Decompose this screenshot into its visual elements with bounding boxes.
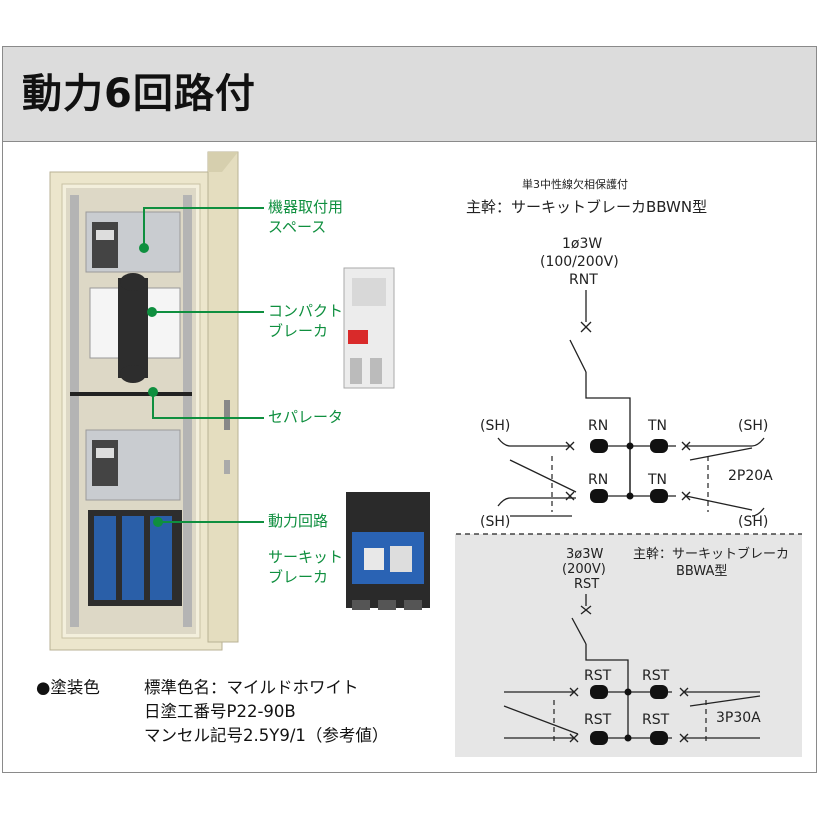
diagram-top-system-1: 1ø3W [562, 236, 602, 252]
diagram-top-sh-3: (SH) [480, 514, 510, 530]
label-circuit-breaker-2: ブレーカ [268, 568, 329, 586]
diagram-top-tn-2: TN [647, 472, 667, 488]
diagram-top-sh-1: (SH) [480, 418, 510, 434]
label-power-circuit: 動力回路 [268, 512, 329, 530]
paint-label: ●塗装色 [36, 678, 100, 697]
diagram-top-terminals [590, 439, 668, 503]
diagram-bottom-main-2: BBWA型 [676, 564, 727, 579]
diagram-bottom-rating: 3P30A [716, 710, 761, 726]
label-circuit-breaker-1: サーキット [268, 548, 344, 566]
diagram-bottom-terminals [590, 685, 668, 745]
diagram-bottom-rst-2: RST [642, 668, 670, 684]
diagram-bottom-system-1: 3ø3W [566, 547, 603, 562]
label-compact-breaker-2: ブレーカ [268, 322, 329, 340]
diagram-top-rn-2: RN [588, 472, 608, 488]
compact-breaker-photo [343, 267, 395, 389]
paint-standard-color: 標準色名：マイルドホワイト [144, 678, 359, 697]
diagram-bottom-dashed [553, 700, 707, 744]
label-compact-breaker-1: コンパクト [268, 302, 344, 320]
leader-lines [139, 207, 264, 527]
diagram-top-tn-1: TN [647, 418, 667, 434]
label-separator: セパレータ [268, 408, 344, 426]
circuit-breaker-photo [346, 492, 430, 610]
header-band [2, 46, 817, 142]
paint-jpma-number: 日塗工番号P22-90B [144, 702, 296, 721]
page-title: 動力6回路付 [22, 71, 256, 117]
diagram-bottom-rst-3: RST [584, 712, 612, 728]
diagram-bottom-system-3: RST [574, 577, 599, 592]
diagram-bottom-main-1: 主幹：サーキットブレーカ [633, 546, 789, 562]
label-mount-space-1: 機器取付用 [268, 198, 344, 216]
diagram-bottom-rst-4: RST [642, 712, 670, 728]
diagram-bottom-rst-1: RST [584, 668, 612, 684]
diagram-top-rating: 2P20A [728, 468, 773, 484]
diagram-top-rn-1: RN [588, 418, 608, 434]
diagram-top-sh-2: (SH) [738, 418, 768, 434]
diagram-bottom-system-2: (200V) [562, 562, 606, 577]
diagram-top-system-3: RNT [569, 272, 598, 288]
panel-cabinet [49, 151, 239, 651]
diagram-top-main: 主幹：サーキットブレーカBBWN型 [466, 198, 707, 216]
diagram-top-lines [497, 290, 765, 517]
diagram-top-note: 単3中性線欠相保護付 [522, 177, 628, 191]
diagram-top-sh-4: (SH) [738, 514, 768, 530]
diagram-top-system-2: (100/200V) [540, 254, 619, 270]
diagram-top-dashed [456, 456, 802, 535]
label-mount-space-2: スペース [268, 218, 327, 236]
paint-munsell: マンセル記号2.5Y9/1（参考値） [144, 726, 389, 745]
